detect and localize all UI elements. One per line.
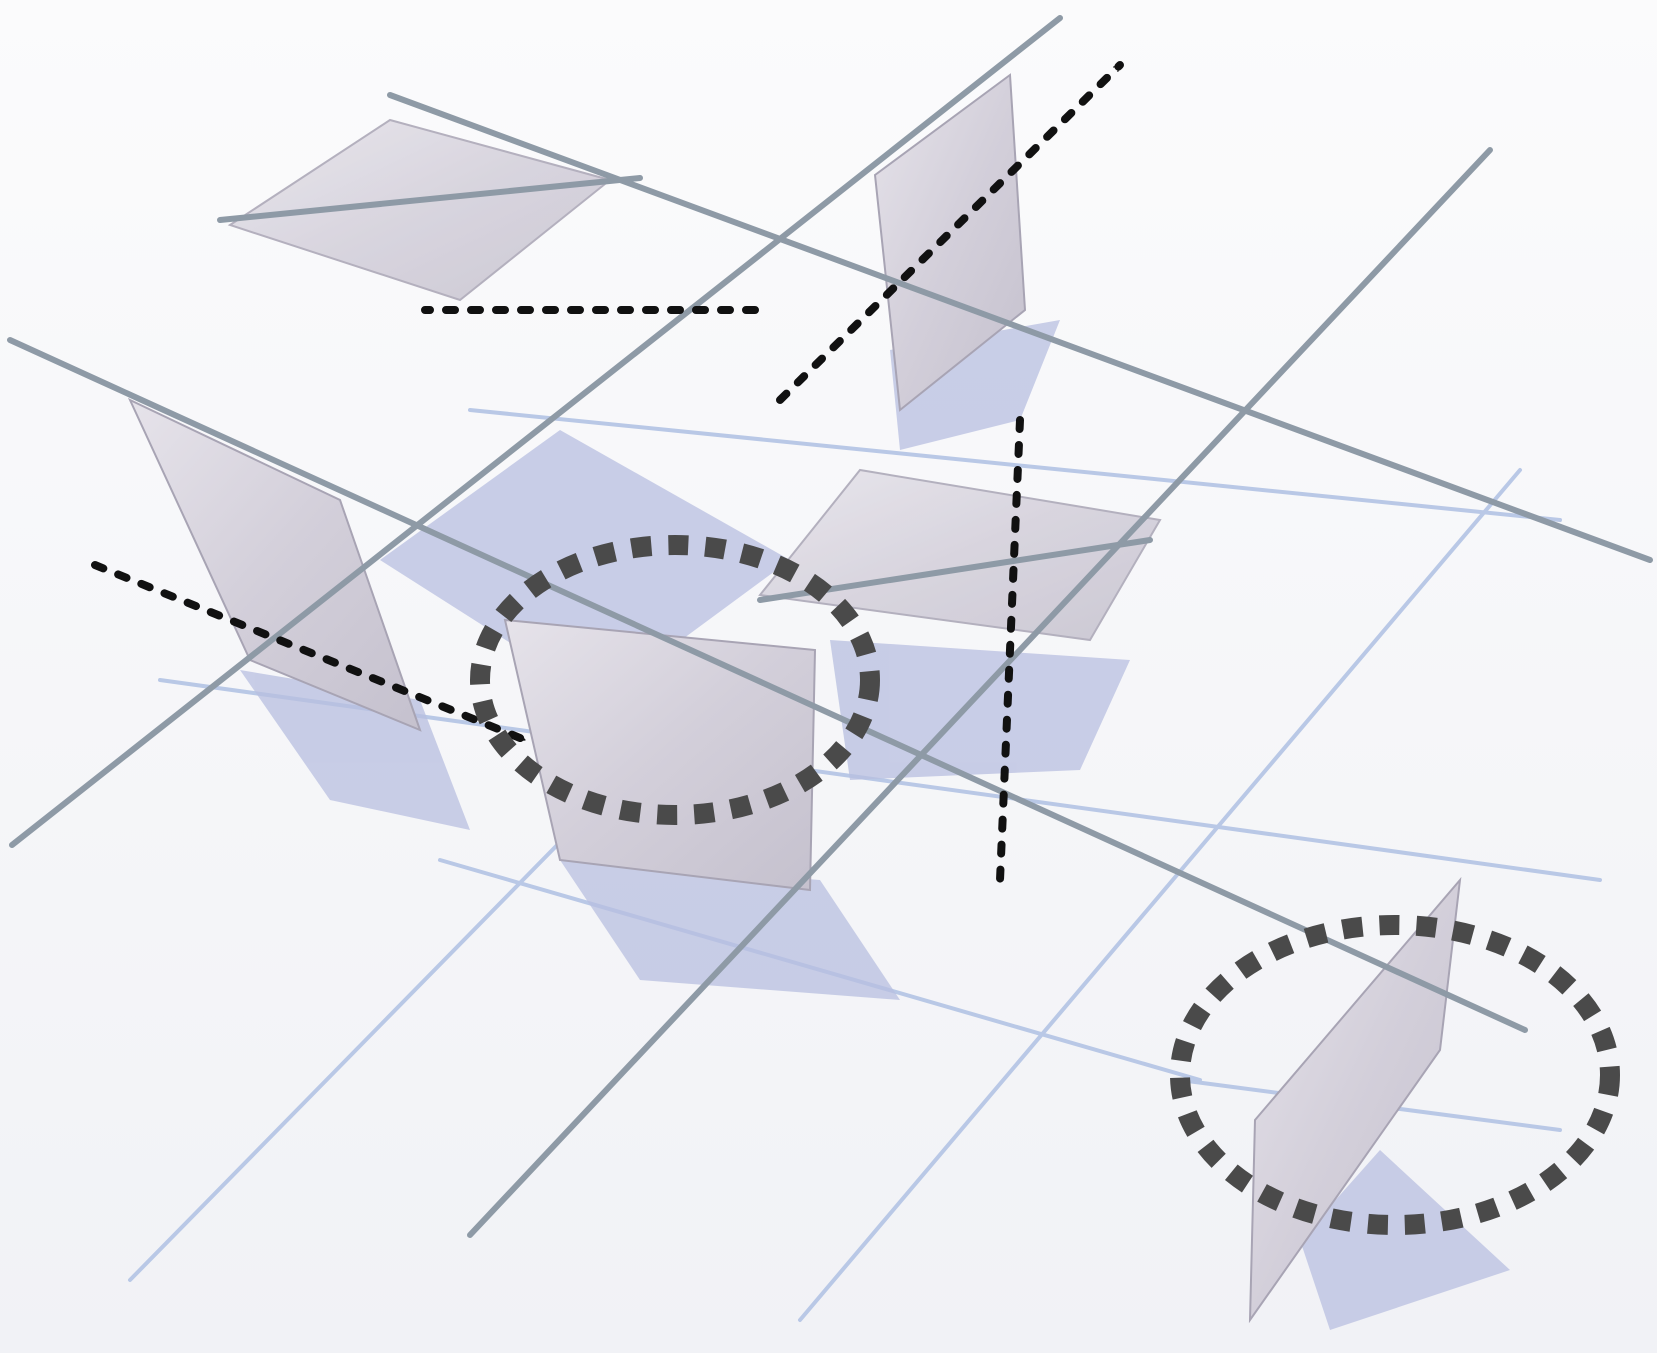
- shadow: [830, 640, 1130, 780]
